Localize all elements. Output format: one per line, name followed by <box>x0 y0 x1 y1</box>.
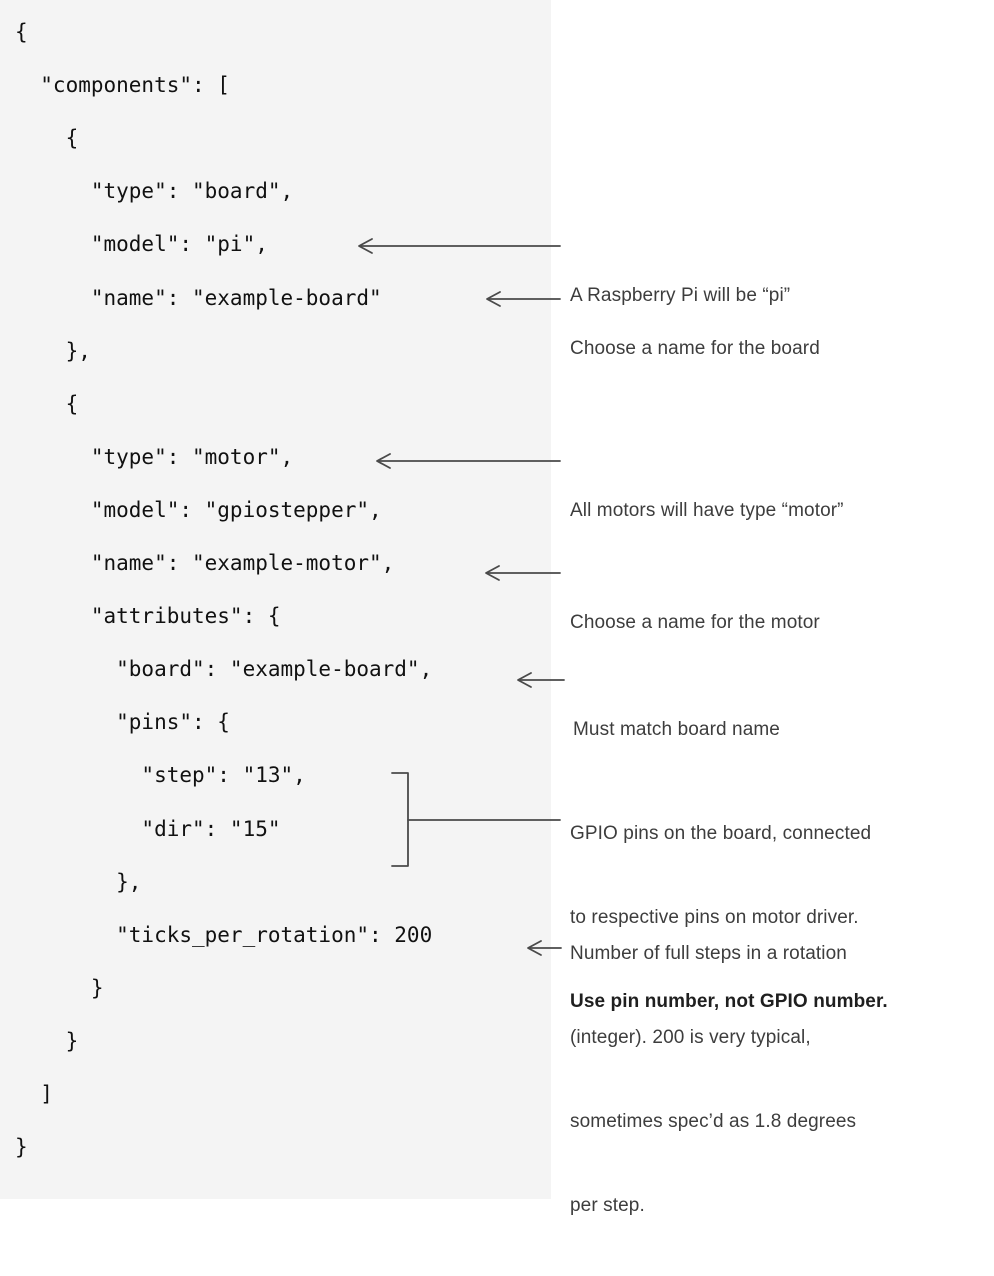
json-code-panel: { "components": [ { "type": "board", "mo… <box>0 0 551 1199</box>
annotation-line: All motors will have type “motor” <box>570 500 844 521</box>
annotation-line: A Raspberry Pi will be “pi” <box>570 285 791 306</box>
code-line: ] <box>15 1082 53 1106</box>
code-line: "name": "example-board" <box>15 285 382 310</box>
annotation-type-motor: All motors will have type “motor” <box>570 441 844 581</box>
code-line: { <box>15 20 28 44</box>
code-line: { <box>15 391 79 416</box>
code-line: "attributes": { <box>15 604 281 629</box>
annotation-line: Must match board name <box>573 719 780 740</box>
annotation-name-motor: Choose a name for the motor <box>570 553 820 693</box>
code-line: { <box>15 126 79 151</box>
code-line: "type": "motor", <box>15 444 294 469</box>
annotation-line-emphasis: Use pin number, not GPIO number. <box>570 991 888 1012</box>
code-line: }, <box>15 338 91 363</box>
annotation-line: (integer). 200 is very typical, <box>570 1027 811 1048</box>
annotation-ticks-per-rotation: Number of full steps in a rotation (inte… <box>570 884 856 1276</box>
annotation-line: sometimes spec’d as 1.8 degrees <box>570 1111 857 1132</box>
annotation-line: Number of full steps in a rotation <box>570 943 847 964</box>
annotation-line: GPIO pins on the board, connected <box>570 823 872 844</box>
annotation-pins-gpio: GPIO pins on the board, connected to res… <box>570 764 888 1072</box>
code-line: "model": "gpiostepper", <box>15 497 382 522</box>
code-line: } <box>15 1028 79 1053</box>
code-line: "step": "13", <box>15 763 306 788</box>
code-line: } <box>15 975 104 1000</box>
code-line: "name": "example-motor", <box>15 551 395 575</box>
code-line: "pins": { <box>15 710 230 735</box>
annotation-model-pi: A Raspberry Pi will be “pi” <box>570 226 790 366</box>
annotation-line: per step. <box>570 1195 645 1216</box>
annotation-name-board: Choose a name for the board <box>570 279 820 419</box>
code-line: "components": [ <box>15 73 230 98</box>
annotation-line: to respective pins on motor driver. <box>570 907 859 928</box>
annotation-line: Choose a name for the motor <box>570 612 820 633</box>
code-line: "board": "example-board", <box>15 657 433 682</box>
code-line: } <box>15 1135 28 1160</box>
code-line: "model": "pi", <box>15 232 268 257</box>
code-line: "type": "board", <box>15 179 294 204</box>
code-line: "dir": "15" <box>15 816 281 841</box>
annotation-line: Choose a name for the board <box>570 338 820 359</box>
code-line: }, <box>15 869 142 894</box>
annotation-board-match: Must match board name <box>573 660 780 800</box>
code-line: "ticks_per_rotation": 200 <box>15 922 433 947</box>
